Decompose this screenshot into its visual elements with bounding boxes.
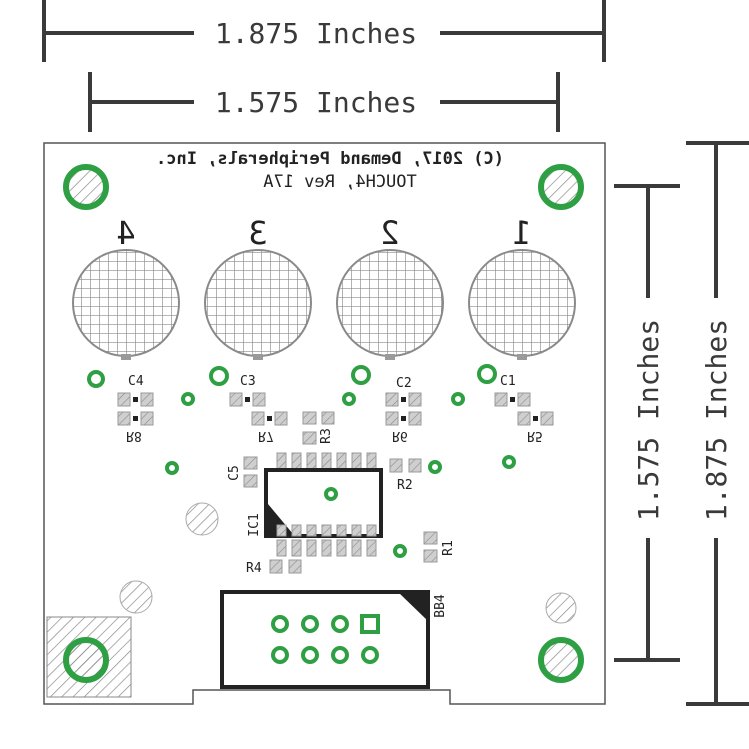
touch-pad-3: 3 [204,214,312,360]
hole-right [545,592,577,624]
pad-number-1: 1 [512,214,531,252]
pad-number-2: 2 [380,214,399,252]
resistor-r8: R8 [117,411,154,443]
label-ic1: IC1 [247,513,262,536]
label-c2: C2 [396,376,412,391]
label-bb4: BB4 [433,594,448,618]
dimension-top-outer: 1.875 Inches [42,0,606,62]
label-c4: C4 [128,374,144,389]
hole-left [185,502,219,536]
via-group [87,364,516,558]
resistor-r3: R3 [302,411,335,445]
resistor-r4: R4 [246,559,302,576]
resistor-r1: R1 [423,531,456,563]
mounting-hole-top-left [63,164,109,210]
resistor-r5: R5 [517,411,554,443]
label-r1: R1 [441,540,456,556]
copyright-text: (C) 2017, Demand Peripherals, Inc. [156,149,504,169]
resistor-r2: R2 [389,458,422,493]
label-r3: R3 [319,428,334,444]
label-r7: R7 [258,428,274,443]
dimension-top-inner: 1.575 Inches [88,72,560,132]
dimension-top-inner-label: 1.575 Inches [215,86,417,119]
label-r2: R2 [397,478,413,493]
label-c5: C5 [227,465,242,481]
resistor-r6: R6 [385,411,422,443]
touch-pad-4: 4 [72,214,180,360]
dimension-right-inner: 1.575 Inches [614,184,680,662]
capacitor-c5: C5 [227,456,258,488]
touch-pad-1: 1 [468,214,576,360]
label-r6: R6 [392,428,408,443]
pad-number-4: 4 [116,214,135,252]
dimension-right-outer: 1.875 Inches [686,141,749,706]
capacitor-c3: C3 [229,374,266,407]
label-c3: C3 [240,374,256,389]
label-r5: R5 [527,428,543,443]
capacitor-c1: C1 [494,374,531,407]
mounting-hole-bottom-right [538,637,584,683]
mounting-hole-top-right [538,164,584,210]
resistor-r7: R7 [251,411,288,443]
label-r4: R4 [246,561,262,576]
hole-lower-left [119,580,153,614]
capacitor-c4: C4 [117,374,154,407]
capacitor-c2: C2 [385,376,422,407]
label-r8: R8 [126,428,142,443]
ic1: IC1 [247,452,383,557]
dimension-right-inner-label: 1.575 Inches [632,319,665,521]
touch-pad-2: 2 [336,214,444,360]
label-c1: C1 [500,374,516,389]
board-name-text: TOUCH4, Rev 17A [263,172,417,192]
connector-bb4: BB4 [220,590,448,689]
dimension-right-outer-label: 1.875 Inches [700,319,733,521]
mounting-hole-bottom-left [63,637,109,683]
pad-number-3: 3 [248,214,267,252]
dimension-top-outer-label: 1.875 Inches [215,17,417,50]
